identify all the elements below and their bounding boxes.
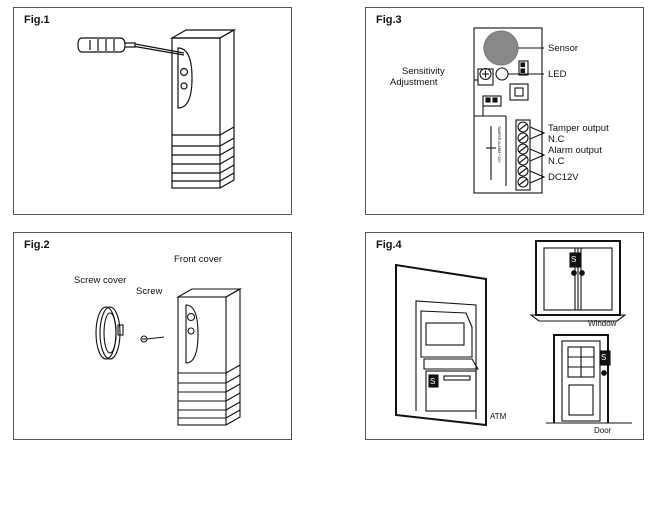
- door-icon: [546, 334, 632, 424]
- tamper-nc-label: N.C: [548, 134, 565, 145]
- figure-3-title: Fig.3: [376, 14, 402, 26]
- alarm-output-label: Alarm output: [548, 145, 602, 156]
- figure-1-panel: Fig.1: [13, 7, 292, 215]
- figure-1-title: Fig.1: [24, 14, 50, 26]
- figure-3-panel: Fig.3: [365, 7, 644, 215]
- tamper-output-label: Tamper output: [548, 123, 609, 134]
- atm-sensor-mark: S: [430, 377, 436, 386]
- figure-2-title: Fig.2: [24, 239, 50, 251]
- atm-icon: [395, 263, 487, 427]
- screw-cover-icon: [95, 306, 124, 360]
- led-icon: [495, 67, 509, 81]
- figure-2-panel: Fig.2: [13, 232, 292, 440]
- front-cover-icon: [175, 288, 243, 426]
- figure-1-drawing: [77, 28, 237, 189]
- figure-2-drawing: [95, 288, 243, 426]
- figure-3-drawing: TAMPER ALARM +12V: [473, 27, 546, 194]
- window-icon: [529, 240, 627, 322]
- sensor-icon: [483, 30, 519, 66]
- screw-icon: [140, 335, 165, 343]
- figure-4-panel: Fig.4: [365, 232, 644, 440]
- figure-4-drawing: [395, 240, 632, 427]
- door-label: Door: [594, 426, 612, 435]
- sensitivity-label-1: Sensitivity: [402, 66, 445, 77]
- figure-4-title: Fig.4: [376, 239, 402, 251]
- terminal-screw-icons: [517, 121, 529, 188]
- screwdriver-icon: [77, 37, 185, 56]
- sensitivity-label-2: Adjustment: [390, 77, 438, 88]
- window-sensor-mark: S: [571, 255, 577, 264]
- screw-label: Screw: [136, 286, 163, 297]
- board-small-print: TAMPER ALARM +12V: [497, 126, 501, 163]
- terminal-block: [515, 119, 531, 191]
- atm-label: ATM: [490, 412, 507, 421]
- led-label: LED: [548, 69, 567, 80]
- screw-cover-label: Screw cover: [74, 275, 127, 286]
- window-label: Window: [588, 319, 617, 328]
- dc12v-label: DC12V: [548, 172, 579, 183]
- circuit-board: [473, 27, 543, 194]
- door-sensor-mark: S: [601, 353, 607, 362]
- alarm-nc-label: N.C: [548, 156, 565, 167]
- detector-body-icon: [169, 28, 237, 189]
- front-cover-label: Front cover: [174, 254, 223, 265]
- sensor-label: Sensor: [548, 43, 579, 54]
